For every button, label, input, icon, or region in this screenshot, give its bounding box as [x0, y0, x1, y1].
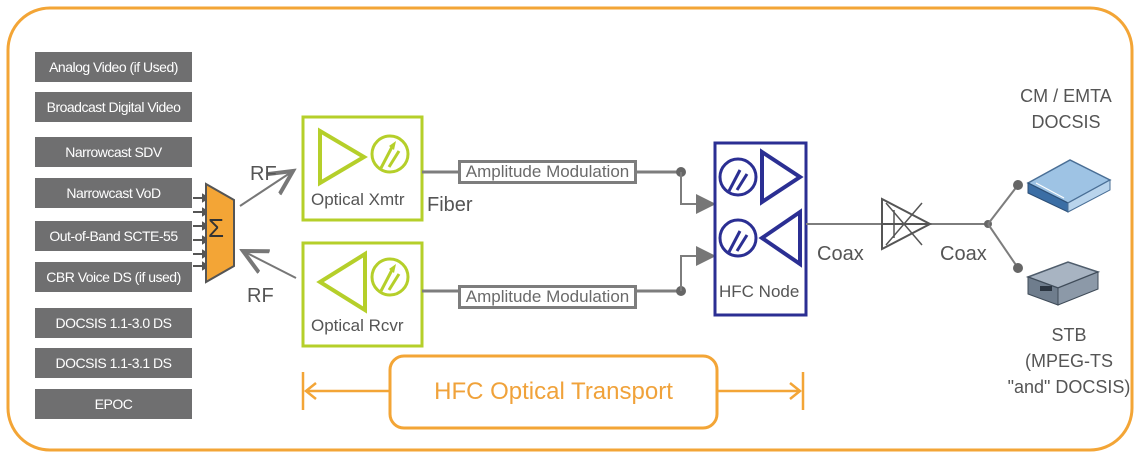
split-dot-bottom: [1013, 263, 1023, 273]
amplitude-modulation-bottom: Amplitude Modulation: [458, 285, 637, 309]
combiner-symbol: Σ: [208, 213, 225, 243]
split-dot-top: [1013, 180, 1023, 190]
amplifier-icon: [881, 197, 933, 251]
amplitude-modulation-top: Amplitude Modulation: [458, 160, 637, 184]
outer-frame: [6, 6, 1134, 452]
set-top-box-icon: [1025, 261, 1101, 306]
cable-modem-icon: [1026, 159, 1112, 213]
source-docsis-30: DOCSIS 1.1-3.0 DS: [35, 308, 192, 338]
stb-label-line1: STB: [1051, 325, 1087, 345]
source-narrowcast-vod: Narrowcast VoD: [35, 178, 192, 208]
source-docsis-31: DOCSIS 1.1-3.1 DS: [35, 348, 192, 378]
source-epoc: EPOC: [35, 389, 192, 419]
transport-box: [388, 354, 719, 430]
hfc-node-icon: [713, 141, 808, 317]
source-broadcast-digital-video: Broadcast Digital Video: [35, 92, 192, 122]
source-out-of-band: Out-of-Band SCTE-55: [35, 221, 192, 251]
hfc-node-label: HFC Node: [719, 282, 800, 301]
rf-arrow-out: [239, 171, 293, 207]
rf-label-bottom: RF: [247, 285, 274, 307]
coax-label-left: Coax: [817, 243, 864, 265]
combiner-icon: [205, 182, 235, 284]
transport-label: HFC Optical Transport: [434, 378, 673, 405]
rf-label-top: RF: [250, 163, 277, 185]
stb-label-line2: (MPEG-TS: [1025, 351, 1113, 371]
cm-label-line1: CM / EMTA: [1020, 86, 1112, 106]
fiber-elbow-bottom: [680, 246, 716, 291]
split-line-bottom: [987, 223, 1019, 269]
fiber-elbow-top: [680, 172, 716, 214]
optical-xmtr-icon: [301, 115, 424, 222]
optical-rcvr-icon: [301, 241, 424, 348]
source-narrowcast-sdv: Narrowcast SDV: [35, 137, 192, 167]
coax-label-right: Coax: [940, 243, 987, 265]
cm-label: CM / EMTA DOCSIS: [1006, 83, 1126, 135]
optical-rcvr-label: Optical Rcvr: [311, 316, 404, 335]
source-analog-video: Analog Video (if Used): [35, 52, 192, 82]
optical-xmtr-label: Optical Xmtr: [311, 190, 405, 209]
transport-span-arrows: [301, 372, 805, 410]
split-line-top: [987, 184, 1019, 225]
stb-label: STB (MPEG-TS "and" DOCSIS): [1004, 322, 1134, 400]
cm-label-line2: DOCSIS: [1031, 112, 1101, 132]
stb-label-line3: "and" DOCSIS): [1007, 377, 1131, 397]
rf-arrow-in: [243, 251, 297, 279]
source-cbr-voice: CBR Voice DS (if used): [35, 262, 192, 292]
fiber-label: Fiber: [427, 194, 473, 216]
